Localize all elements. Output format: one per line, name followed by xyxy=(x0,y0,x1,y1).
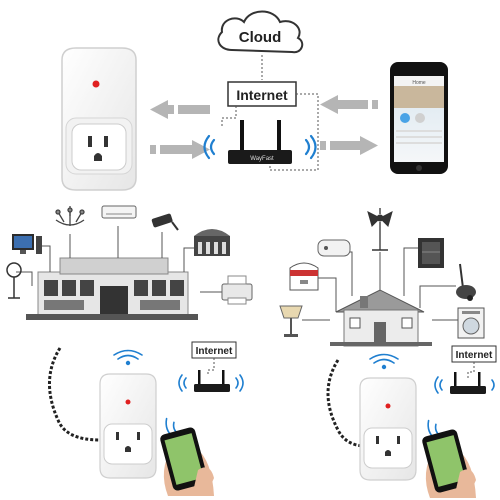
table-lamp-icon xyxy=(279,305,303,337)
wall-clock-icon xyxy=(194,229,230,256)
printer-icon xyxy=(221,275,253,305)
smartphone-icon: Home xyxy=(390,62,448,174)
hand-holding-phone-icon xyxy=(422,429,476,498)
router-icon xyxy=(194,370,230,392)
router-icon: WayFast xyxy=(228,120,292,164)
ceiling-fan-icon xyxy=(367,208,393,251)
power-cable xyxy=(326,359,367,448)
internet-label: Internet xyxy=(236,87,288,103)
indicator-light xyxy=(92,80,100,88)
office-building-icon xyxy=(26,257,198,320)
router-icon xyxy=(450,372,486,394)
desktop-computer-icon xyxy=(12,234,42,254)
arrow-icon xyxy=(150,95,378,159)
power-cable xyxy=(48,347,101,442)
cloud-label: Cloud xyxy=(239,29,282,46)
wifi-icon xyxy=(203,134,317,160)
chandelier-icon xyxy=(55,206,85,226)
internet-box-left: Internet xyxy=(191,341,237,359)
floor-fan-icon xyxy=(6,262,22,299)
internet-router-connector xyxy=(221,106,237,128)
vacuum-cleaner-icon xyxy=(456,263,476,301)
air-conditioner-icon xyxy=(101,205,137,219)
indicator-light xyxy=(385,403,391,409)
internet-label-left: Internet xyxy=(196,346,233,357)
washing-machine-icon xyxy=(457,307,485,339)
router-brand: WayFast xyxy=(250,156,274,162)
smart-plug-icon xyxy=(359,377,417,481)
fridge-icon xyxy=(418,238,444,268)
internet-router-connector-left xyxy=(207,358,215,376)
internet-router-connector-right xyxy=(467,362,475,378)
water-heater-icon xyxy=(317,239,351,257)
internet-box: Internet xyxy=(227,81,297,107)
app-title: Home xyxy=(412,80,426,86)
indicator-light xyxy=(125,399,131,405)
smart-plug-icon xyxy=(61,47,137,191)
smart-plug-icon xyxy=(99,373,157,479)
cloud-icon: Cloud xyxy=(217,10,304,54)
internet-phone-connector xyxy=(269,93,319,171)
internet-box-right: Internet xyxy=(451,345,497,363)
rice-cooker-icon xyxy=(289,262,319,291)
internet-label-right: Internet xyxy=(456,350,493,361)
security-camera-icon xyxy=(151,213,179,231)
hand-holding-phone-icon xyxy=(160,427,214,496)
house-icon xyxy=(330,289,432,347)
